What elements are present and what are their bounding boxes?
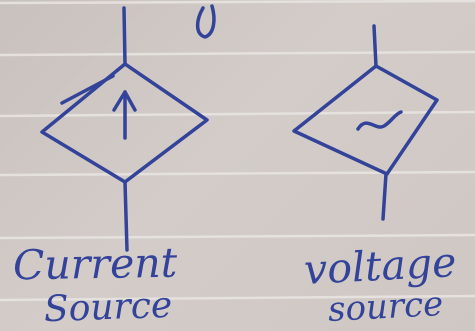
current-source-bottom-wire: [123, 180, 129, 252]
voltage-source-symbol: [292, 24, 439, 221]
voltage-source-label-line2: source: [327, 284, 445, 330]
stray-letter-stroke: [195, 4, 216, 39]
current-source-label-line1: Current: [12, 238, 178, 290]
voltage-source-bottom-wire: [381, 172, 388, 221]
arrow-head: [112, 90, 137, 112]
current-source-top-wire: [122, 6, 127, 66]
voltage-source-diamond: [292, 64, 439, 176]
current-source-symbol: [40, 6, 209, 252]
tilde-ac-icon: [356, 110, 403, 131]
ruled-lines: [0, 0, 475, 302]
current-source-stray-stroke: [60, 74, 115, 105]
voltage-source-top-wire: [372, 24, 378, 68]
current-source-label-line2: Source: [43, 284, 173, 331]
